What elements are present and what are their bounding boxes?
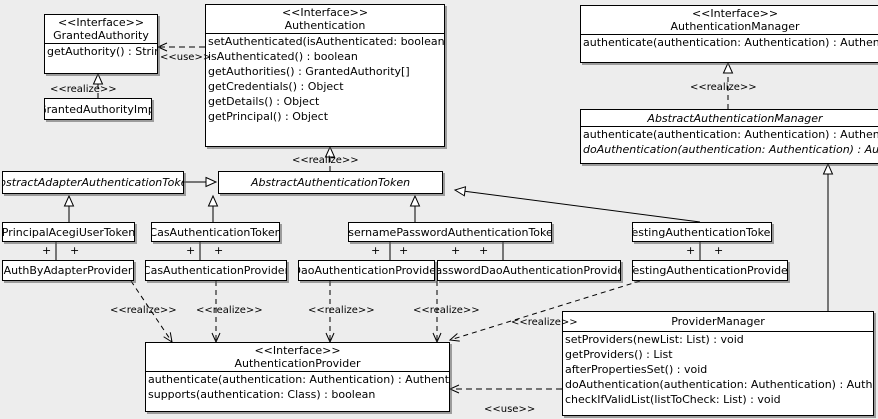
class-name: AuthByAdapterProvider	[3, 264, 133, 277]
class-name: DaoAuthenticationProvider	[298, 264, 435, 277]
class-name: PrincipalAcegiUserToken	[2, 225, 135, 239]
class-name: ProviderManager	[671, 315, 765, 328]
label-realize-abstract-authentication-token: <<realize>>	[292, 155, 359, 166]
class-cas-authentication-provider[interactable]: CasAuthenticationProvider	[145, 260, 287, 281]
class-username-password-authentication-token[interactable]: UsernamePasswordAuthenticationToken	[348, 222, 552, 242]
class-dao-authentication-provider[interactable]: DaoAuthenticationProvider	[298, 260, 435, 281]
multiplicity-marker: +	[686, 244, 696, 257]
method-row: supports(authentication: Class) : boolea…	[148, 388, 376, 401]
method-row: getPrincipal() : Object	[208, 110, 329, 123]
multiplicity-marker: +	[186, 244, 196, 257]
class-name: AbstractAuthenticationToken	[250, 176, 411, 189]
method-row: getDetails() : Object	[208, 95, 320, 108]
class-authentication-manager[interactable]: <<Interface>> AuthenticationManager auth…	[580, 5, 878, 63]
method-row: setProviders(newList: List) : void	[565, 333, 744, 346]
class-name: CasAuthenticationProvider	[145, 264, 287, 277]
class-stereotype: <<Interface>>	[281, 6, 369, 19]
class-name: GrantedAuthorityImpl	[44, 102, 152, 116]
method-compartment: setAuthenticated(isAuthenticated: boolea…	[206, 33, 444, 124]
class-granted-authority[interactable]: <<Interface>> GrantedAuthority getAuthor…	[44, 14, 158, 74]
label-realize-cas-provider: <<realize>>	[196, 305, 263, 316]
multiplicity-marker: +	[70, 244, 80, 257]
method-compartment: authenticate(authentication: Authenticat…	[146, 371, 449, 402]
label-realize-testing-provider: <<realize>>	[511, 317, 578, 328]
class-stereotype: <<Interface>>	[254, 344, 341, 357]
class-stereotype: <<Interface>>	[57, 16, 145, 29]
label-realize-password-dao-provider: <<realize>>	[413, 305, 480, 316]
label-realize-auth-by-adapter: <<realize>>	[110, 305, 177, 316]
class-name: UsernamePasswordAuthenticationToken	[348, 225, 552, 239]
class-abstract-authentication-token[interactable]: AbstractAuthenticationToken	[218, 171, 443, 194]
multiplicity-marker: +	[42, 244, 52, 257]
class-principal-acegi-user-token[interactable]: PrincipalAcegiUserToken	[2, 222, 135, 242]
class-authentication-provider[interactable]: <<Interface>> AuthenticationProvider aut…	[145, 342, 450, 412]
method-row: authenticate(authentication: Authenticat…	[583, 128, 878, 141]
method-row: getProviders() : List	[565, 348, 673, 361]
class-name: PasswordDaoAuthenticationProvider	[437, 264, 621, 277]
class-abstract-authentication-manager[interactable]: AbstractAuthenticationManager authentica…	[580, 109, 878, 164]
label-use-provider-manager: <<use>>	[484, 404, 536, 415]
class-abstract-adapter-authentication-token[interactable]: AbstractAdapterAuthenticationToken	[2, 171, 184, 194]
class-name: GrantedAuthority	[53, 29, 149, 42]
class-testing-authentication-token[interactable]: TestingAuthenticationToken	[632, 222, 772, 242]
method-row: setAuthenticated(isAuthenticated: boolea…	[208, 35, 445, 48]
class-name: Authentication	[284, 19, 366, 32]
method-compartment: authenticate(authentication: Authenticat…	[581, 126, 878, 157]
multiplicity-marker: +	[371, 244, 381, 257]
method-row: getCredentials() : Object	[208, 80, 344, 93]
method-row: checkIfValidList(listToCheck: List) : vo…	[565, 393, 781, 406]
method-row: doAuthentication(authentication: Authent…	[565, 378, 873, 391]
class-cas-authentication-token[interactable]: CasAuthenticationToken	[151, 222, 280, 242]
class-testing-authentication-provider[interactable]: TestingAuthenticationProvider	[632, 260, 788, 281]
method-row: afterPropertiesSet() : void	[565, 363, 708, 376]
method-compartment: getAuthority() : String	[45, 43, 157, 59]
class-stereotype: <<Interface>>	[691, 7, 779, 20]
class-name: AuthenticationProvider	[234, 357, 361, 370]
class-name: TestingAuthenticationProvider	[632, 264, 788, 277]
method-row: authenticate(authentication: Authenticat…	[583, 36, 878, 49]
label-realize-abstract-authentication-manager: <<realize>>	[690, 82, 757, 93]
method-compartment: setProviders(newList: List) : void getPr…	[563, 331, 873, 407]
class-auth-by-adapter-provider[interactable]: AuthByAdapterProvider	[2, 260, 134, 281]
multiplicity-marker: +	[714, 244, 724, 257]
class-name: CasAuthenticationToken	[151, 225, 280, 239]
method-row: getAuthority() : String	[47, 45, 158, 58]
class-name: AbstractAdapterAuthenticationToken	[3, 176, 183, 189]
label-realize-granted-authority-impl: <<realize>>	[50, 84, 117, 95]
class-granted-authority-impl[interactable]: GrantedAuthorityImpl	[44, 98, 152, 120]
class-name: TestingAuthenticationToken	[632, 225, 772, 239]
method-row: getAuthorities() : GrantedAuthority[]	[208, 65, 410, 78]
class-authentication[interactable]: <<Interface>> Authentication setAuthenti…	[205, 4, 445, 147]
method-row: authenticate(authentication: Authenticat…	[148, 373, 450, 386]
method-row: isAuthenticated() : boolean	[208, 50, 358, 63]
label-realize-dao-provider: <<realize>>	[308, 305, 375, 316]
class-provider-manager[interactable]: ProviderManager setProviders(newList: Li…	[562, 311, 874, 416]
multiplicity-marker: +	[451, 244, 461, 257]
multiplicity-marker: +	[214, 244, 224, 257]
class-name: AuthenticationManager	[670, 20, 800, 33]
multiplicity-marker: +	[479, 244, 489, 257]
method-row-abstract: doAuthentication(authentication: Authent…	[583, 143, 878, 156]
class-name: AbstractAuthenticationManager	[647, 112, 823, 125]
multiplicity-marker: +	[399, 244, 409, 257]
class-password-dao-authentication-provider[interactable]: PasswordDaoAuthenticationProvider	[437, 260, 621, 281]
label-use-granted-authority: <<use>>	[160, 52, 212, 63]
method-compartment: authenticate(authentication: Authenticat…	[581, 34, 878, 50]
